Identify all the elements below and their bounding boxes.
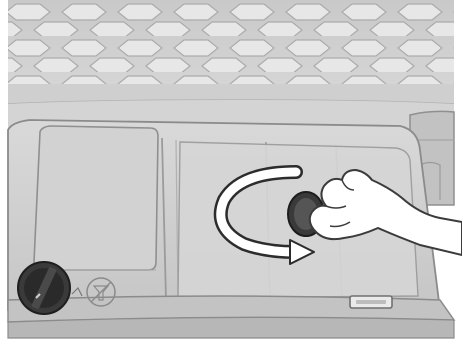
grille-area xyxy=(8,0,454,104)
drain-cap-knob xyxy=(18,262,70,314)
handle-slot xyxy=(350,296,392,308)
